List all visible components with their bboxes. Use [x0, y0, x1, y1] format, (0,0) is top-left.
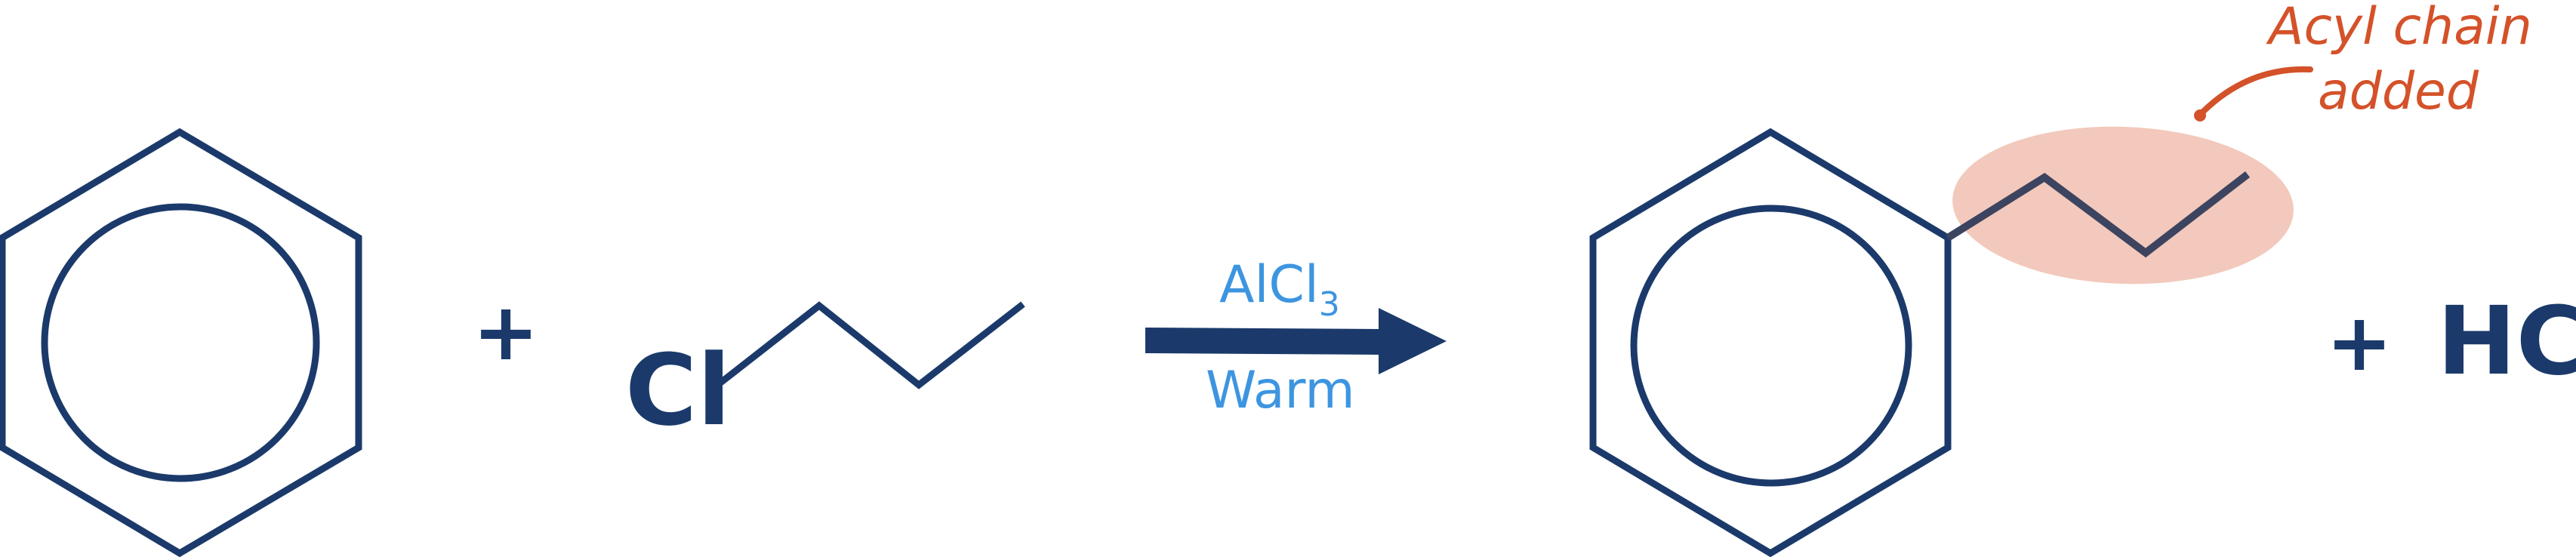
product-benzene-hexagon: [1589, 128, 1952, 557]
reaction-arrow: AlCl3 Warm: [1145, 255, 1447, 420]
alkylbenzene-product: [1589, 126, 2294, 557]
catalyst-subscript: 3: [1319, 285, 1340, 324]
benzene-aromatic-circle: [41, 203, 320, 482]
benzene-reactant: [0, 128, 362, 557]
plus-sign-products: +: [2326, 297, 2393, 389]
annotation-line-1: Acyl chain: [2266, 0, 2532, 57]
alkyl-chain-bonds: [713, 301, 1025, 389]
chain-highlight: [1952, 126, 2294, 285]
chlorine-atom-label: Cl: [625, 333, 731, 448]
benzene-ring-hexagon: [0, 128, 362, 557]
plus-sign-reactants: +: [473, 286, 539, 378]
chloroalkane-reactant: Cl: [625, 301, 1025, 448]
catalyst-label: AlCl3: [1219, 255, 1340, 324]
annotation-line-2: added: [2318, 62, 2479, 122]
arrow-shaft: [1145, 328, 1382, 355]
condition-label: Warm: [1206, 361, 1355, 420]
arrow-head: [1379, 308, 1447, 374]
product-aromatic-circle: [1630, 205, 1912, 487]
product-alkyl-chain: [1946, 171, 2251, 258]
annotation-pointer-dot: [2194, 109, 2206, 122]
annotation-pointer-line: [2197, 66, 2313, 118]
hydrogen-chloride-label: HCl: [2437, 287, 2576, 396]
acyl-chain-annotation: Acyl chain added: [2194, 0, 2532, 122]
